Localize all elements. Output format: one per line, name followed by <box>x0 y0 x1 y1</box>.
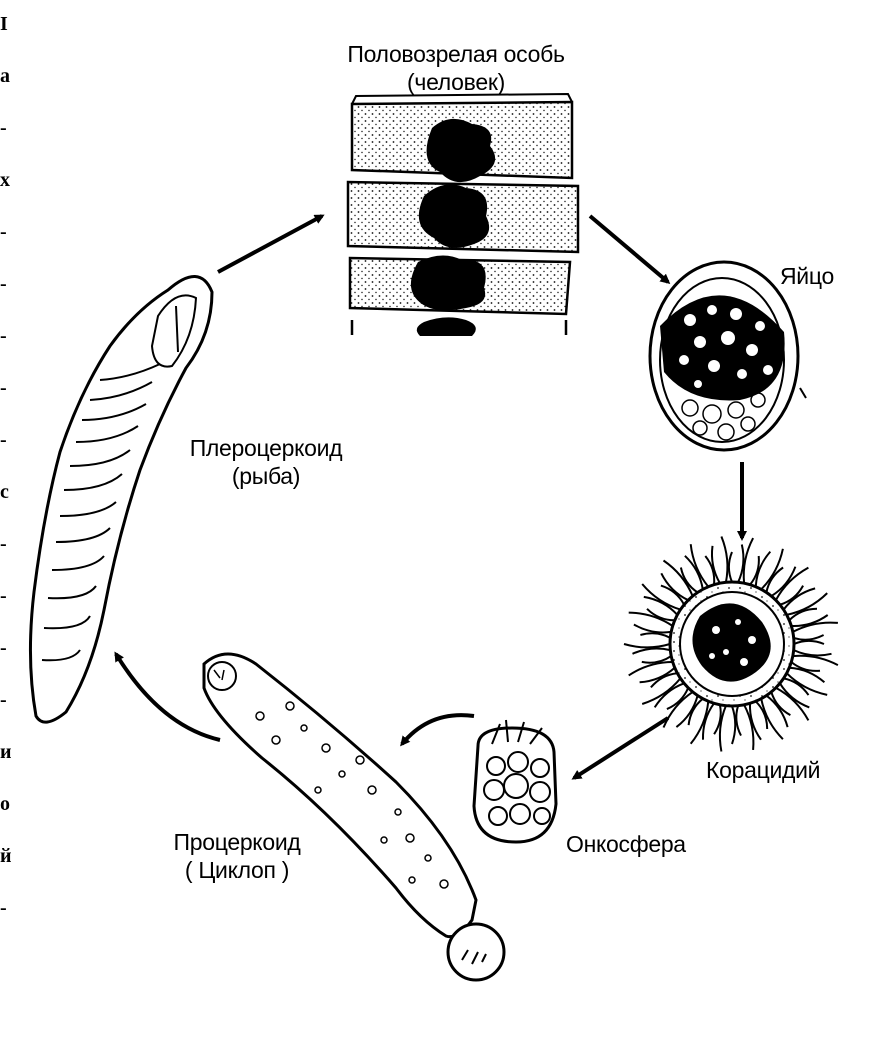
cilium <box>794 650 832 655</box>
cilium <box>793 656 838 665</box>
cilium <box>729 552 732 582</box>
cilium <box>624 644 670 647</box>
coracidium-label: Корацидий <box>706 756 820 784</box>
cilium <box>664 561 693 597</box>
cilium <box>761 699 783 740</box>
margin-glyph: - <box>0 274 14 294</box>
margin-glyph: o <box>0 794 14 814</box>
cilium <box>642 678 680 704</box>
margin-glyph: - <box>0 586 14 606</box>
procercoid-label-line1: Процеркоид <box>152 828 322 856</box>
oncosphere <box>474 720 556 842</box>
margin-glyph: - <box>0 534 14 554</box>
oncosphere-label: Онкосфера <box>566 830 686 858</box>
margin-glyph: - <box>0 222 14 242</box>
cilium <box>791 662 820 671</box>
cilium <box>787 593 828 615</box>
margin-glyph: й <box>0 846 14 866</box>
margin-glyph: и <box>0 742 14 762</box>
adult-label-line2: (человек) <box>306 68 606 96</box>
plerocercoid-label: Плероцеркоид (рыба) <box>176 434 356 490</box>
cilium <box>640 633 670 638</box>
cilium <box>744 538 753 583</box>
margin-glyph: a <box>0 66 14 86</box>
procercoid-label: Процеркоид ( Циклоп ) <box>152 828 322 884</box>
margin-glyph: - <box>0 326 14 346</box>
cilium <box>732 706 735 744</box>
margin-glyph: - <box>0 430 14 450</box>
margin-glyph: c <box>0 482 14 502</box>
margin-glyph: - <box>0 378 14 398</box>
margin-glyph: - <box>0 690 14 710</box>
cilium <box>744 705 753 750</box>
egg <box>650 262 806 450</box>
cilium <box>633 648 671 653</box>
cilium <box>738 545 743 583</box>
adult-label: Половозрелая особь (человек) <box>306 40 606 96</box>
cilium <box>756 701 768 729</box>
procercoid <box>204 654 504 980</box>
margin-glyph: - <box>0 638 14 658</box>
cilium <box>721 537 727 583</box>
plerocercoid <box>30 276 212 722</box>
procercoid-label-line2: ( Циклоп ) <box>152 856 322 884</box>
egg-label: Яйцо <box>780 262 834 290</box>
adult-label-line1: Половозрелая особь <box>306 40 606 68</box>
plerocercoid-label-line2: (рыба) <box>176 462 356 490</box>
cilium <box>634 625 671 633</box>
cilium <box>793 623 838 632</box>
cilium <box>647 609 675 621</box>
plerocercoid-label-line1: Плероцеркоид <box>176 434 356 462</box>
cilium <box>736 706 741 736</box>
cilium <box>794 635 824 640</box>
cilium <box>789 609 817 621</box>
cilium <box>750 556 759 585</box>
cilium <box>794 641 824 644</box>
margin-glyph: x <box>0 170 14 190</box>
margin-glyph: - <box>0 118 14 138</box>
margin-glyph: I <box>0 14 14 34</box>
margin-glyph: - <box>0 898 14 918</box>
coracidium <box>624 537 838 752</box>
